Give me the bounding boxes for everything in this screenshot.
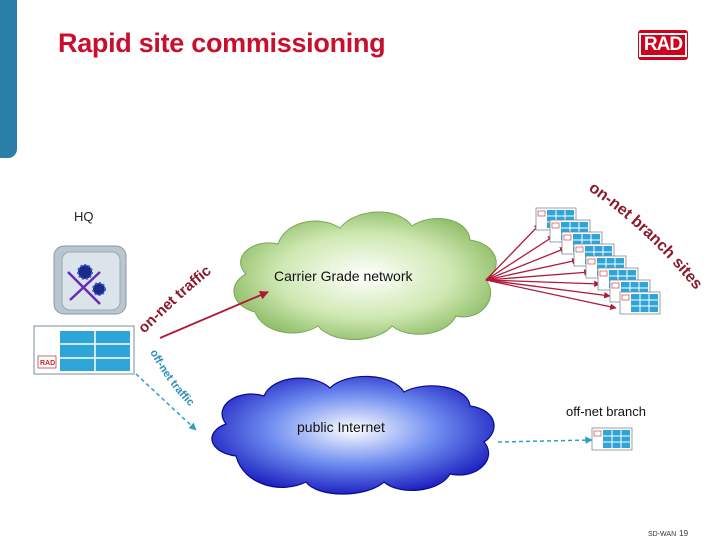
hq-site: HQ RAD (33, 209, 135, 375)
link-internet-branch (497, 436, 593, 444)
link-hq-carrier (159, 291, 269, 339)
link-branch-8 (485, 279, 617, 310)
link-branch-2 (485, 235, 555, 281)
internet-cloud (211, 375, 495, 495)
logo-text: RAD (638, 33, 688, 57)
accent-bar (0, 0, 17, 158)
link-branch-4 (485, 258, 579, 281)
off-net-traffic-label: off-net traffic (147, 348, 196, 409)
carrier-cloud-label: Carrier Grade network (274, 268, 413, 284)
internet-cloud-label: public Internet (297, 419, 385, 435)
management-workstation-icon (53, 245, 127, 315)
off-net-branch-label: off-net branch (566, 404, 646, 419)
on-net-traffic-label: on-net traffic (135, 262, 215, 336)
hq-device-badge: RAD (40, 360, 55, 367)
branch-device (619, 291, 661, 315)
link-branch-3 (485, 247, 567, 281)
page-number: 19 (679, 529, 689, 538)
slide-title: Rapid site commissioning (58, 28, 386, 58)
hq-label: HQ (74, 209, 94, 224)
carrier-cloud (233, 211, 497, 340)
off-net-branch-device (591, 427, 633, 451)
hq-device: RAD (33, 325, 135, 375)
on-net-links (159, 223, 617, 339)
rad-logo: RAD (638, 30, 688, 60)
off-net-links (135, 373, 593, 444)
link-branch-6 (485, 279, 601, 288)
footer-text: SD-WAN (648, 531, 677, 538)
link-branch-5 (485, 269, 591, 281)
link-branch-7 (485, 279, 611, 299)
link-branch-1 (485, 223, 541, 281)
